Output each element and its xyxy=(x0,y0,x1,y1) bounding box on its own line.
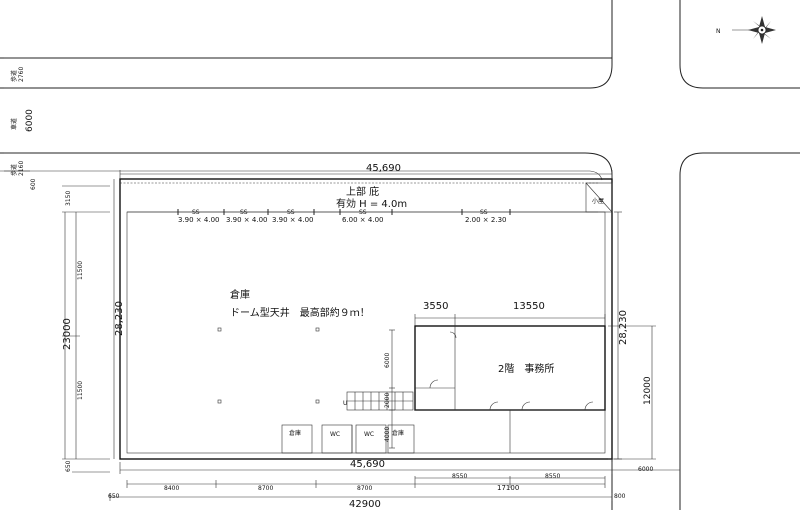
shutter-tag: SS xyxy=(240,209,248,216)
road-dimension-labels: 歩道 2760 車道 6000 歩道 2160 xyxy=(4,57,35,176)
dim-bottom-seg-2: 8700 xyxy=(258,485,273,492)
office-area: U xyxy=(343,325,606,453)
storage-a-label: 倉庫 xyxy=(289,429,301,437)
shutter-size: 3.90 × 4.00 xyxy=(226,216,268,224)
dim-bottom-seg-5: 8550 xyxy=(545,473,560,480)
shutter-size: 2.00 × 2.30 xyxy=(465,216,507,224)
staircase xyxy=(346,391,414,411)
dome-ceiling-label: ドーム型天井 最高部約９ｍ！ xyxy=(230,306,370,319)
shutter-size: 3.90 × 4.00 xyxy=(178,216,220,224)
dim-bottom-total-42900: 42900 xyxy=(349,499,381,510)
dim-bottom-seg-4: 8550 xyxy=(452,473,467,480)
dim-office-height-value: 12000 xyxy=(643,376,653,405)
dim-top-total: 45,690 xyxy=(366,163,401,174)
storage-b-label: 倉庫 xyxy=(392,429,404,437)
shutter-tag: SS xyxy=(287,209,295,216)
shutter-labels: SS 3.90 × 4.00 SS 3.90 × 4.00 SS 3.90 × … xyxy=(178,209,507,224)
dim-bottom-seg-3: 8700 xyxy=(357,485,372,492)
dim-office-width-right: 13550 xyxy=(513,301,545,312)
shutter-marks xyxy=(177,209,511,215)
dim-far-left-lower: 11500 xyxy=(77,381,84,400)
sidewalk-bottom-label: 歩道 xyxy=(10,164,18,176)
sidewalk-bottom-width: 2160 xyxy=(18,161,25,176)
utility-rooms xyxy=(281,424,415,454)
dim-office-width-left: 3550 xyxy=(423,301,448,312)
office-inner-4000: 4000 xyxy=(384,427,391,442)
roadway-label: 車道 xyxy=(10,118,18,130)
dim-far-left-top: 3150 xyxy=(65,191,72,206)
sidewalk-top-label: 歩道 xyxy=(10,70,18,82)
sidewalk-top-width: 2760 xyxy=(18,67,25,82)
corner-room-label: 小屋 xyxy=(592,197,604,205)
dim-left-top-offset: 600 xyxy=(30,178,37,190)
dim-office-widths xyxy=(414,314,606,326)
dim-bottom-total: 45,690 xyxy=(350,459,385,470)
column-markers xyxy=(217,327,320,404)
dim-bottom-right-offset: 800 xyxy=(614,493,626,500)
dim-top xyxy=(119,170,613,179)
dim-bottom-left-offset: 650 xyxy=(108,493,120,500)
shutter-tag: SS xyxy=(192,209,200,216)
shutter-size: 6.00 × 4.00 xyxy=(342,216,384,224)
canopy-title: 上部 庇 xyxy=(346,185,379,198)
north-label: N xyxy=(716,28,721,35)
dim-far-left-bottom: 650 xyxy=(65,460,72,472)
dim-bottom xyxy=(119,462,613,474)
dim-far-left-upper: 11500 xyxy=(77,261,84,280)
office-label: 2階 事務所 xyxy=(498,362,554,375)
shutter-tag: SS xyxy=(359,209,367,216)
shutter-tag: SS xyxy=(480,209,488,216)
wc-2-label: WC xyxy=(364,431,374,438)
dim-office-height xyxy=(608,325,656,460)
dim-right-offset-6000: 6000 xyxy=(638,466,653,473)
dim-bottom-sub-17100: 17100 xyxy=(497,484,519,492)
office-inner-6000: 6000 xyxy=(384,353,391,368)
dim-far-left xyxy=(62,185,110,473)
compass-rose-icon xyxy=(732,16,776,44)
office-inner-2000: 2000 xyxy=(384,393,391,408)
dim-bottom-seg-1: 8400 xyxy=(164,485,179,492)
dim-bottom-segments xyxy=(109,469,680,501)
wc-1-label: WC xyxy=(330,431,340,438)
roadway-width: 6000 xyxy=(25,109,35,132)
dim-far-left-total: 23000 xyxy=(62,318,73,350)
canopy-height: 有効 H = 4.0m xyxy=(336,197,407,210)
stairs-up-mark: U xyxy=(343,400,347,407)
warehouse-label: 倉庫 xyxy=(230,288,250,301)
dim-right-height: 28,230 xyxy=(618,310,629,345)
dim-left-height: 28,230 xyxy=(114,301,125,336)
shutter-size: 3.90 × 4.00 xyxy=(272,216,314,224)
